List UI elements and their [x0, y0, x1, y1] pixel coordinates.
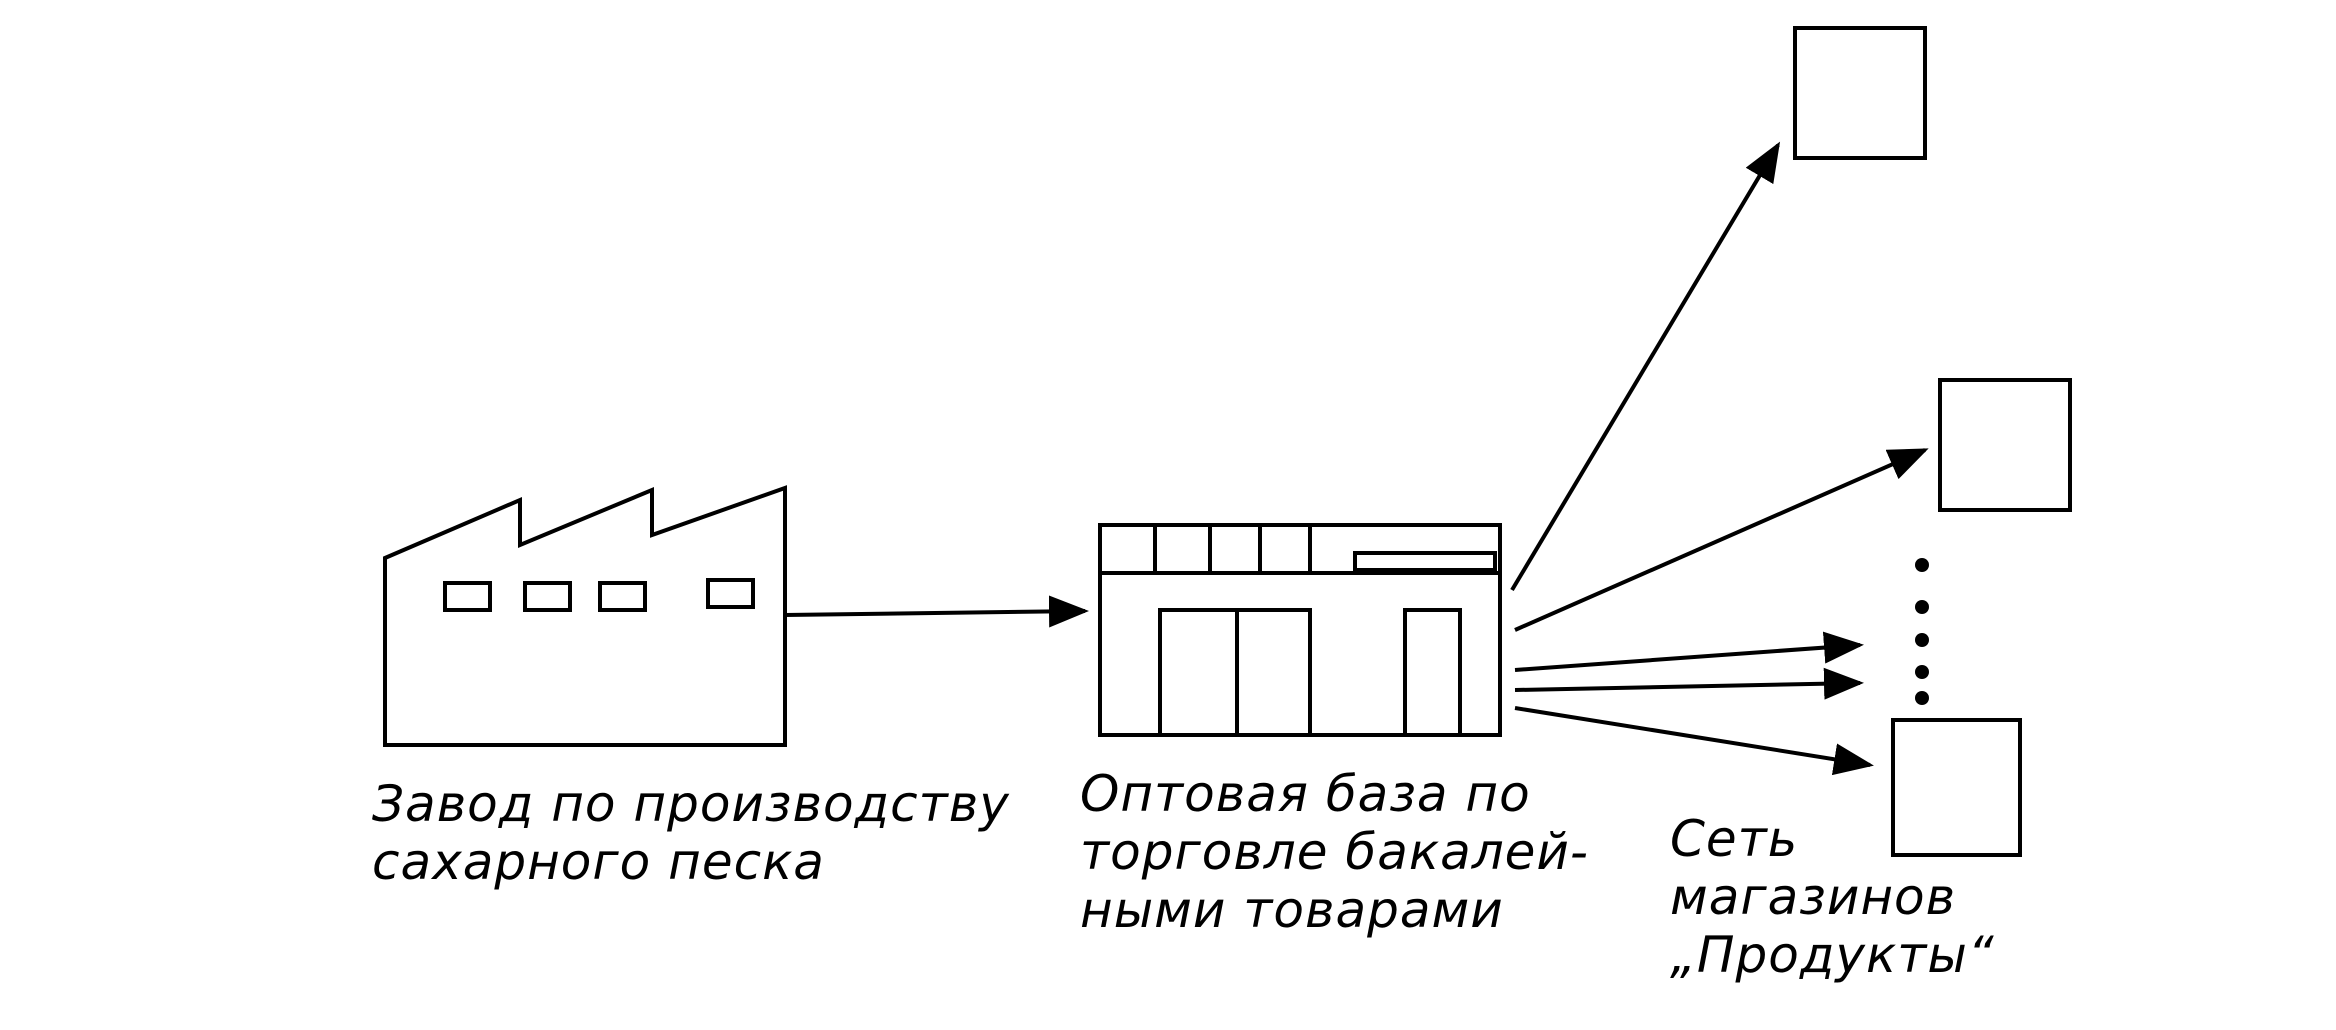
store-box	[1938, 378, 2072, 512]
factory-window	[443, 581, 492, 612]
warehouse-label-line: ными товарами	[1080, 881, 1504, 939]
stores-label-line: „Продукты“	[1670, 926, 1995, 984]
factory-label-line: Завод по производству	[372, 775, 1010, 833]
warehouse-label: Оптовая база по торговле бакалей- ными т…	[1080, 765, 1589, 939]
warehouse-icon	[1098, 523, 1502, 737]
arrow-to-store-4	[1514, 667, 1864, 700]
warehouse-door	[1403, 608, 1462, 737]
arrow-to-store-1	[1510, 141, 1781, 592]
ellipsis-dot	[1915, 691, 1929, 705]
warehouse-label-line: торговле бакалей-	[1080, 823, 1589, 881]
flow-arrows	[784, 141, 1929, 776]
factory-label-line: сахарного песка	[372, 833, 825, 891]
factory-window	[706, 578, 755, 609]
ellipsis-dot	[1915, 665, 1929, 679]
ellipsis-dot	[1915, 558, 1929, 572]
ellipsis-dots	[1915, 558, 1929, 705]
store-box	[1891, 718, 2022, 857]
factory-icon	[383, 485, 787, 747]
stores-label-line: Сеть	[1670, 810, 1799, 868]
warehouse-label-line: Оптовая база по	[1080, 765, 1531, 823]
factory-outline	[383, 485, 787, 747]
stores-group	[1793, 26, 2072, 857]
factory-window	[598, 581, 647, 612]
warehouse-sign	[1353, 551, 1497, 572]
factory-label: Завод по производству сахарного песка	[372, 775, 1010, 891]
arrow-to-store-5	[1514, 706, 1874, 776]
stores-label-line: магазинов	[1670, 868, 1957, 926]
stores-label: Сеть магазинов „Продукты“	[1670, 810, 1995, 984]
arrow-factory-to-warehouse	[784, 595, 1089, 628]
arrow-to-store-2	[1514, 448, 1929, 632]
store-box	[1793, 26, 1927, 160]
arrow-to-store-3	[1514, 631, 1864, 672]
ellipsis-dot	[1915, 600, 1929, 614]
factory-window	[523, 581, 572, 612]
ellipsis-dot	[1915, 633, 1929, 647]
